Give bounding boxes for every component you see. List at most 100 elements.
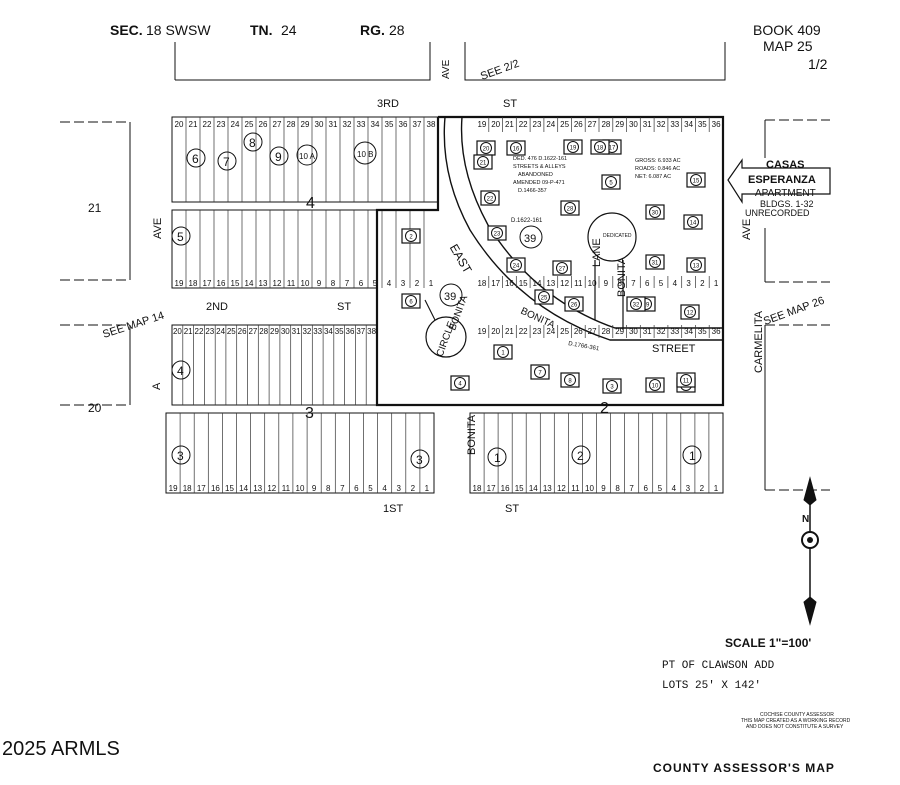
south-west-lot-13: 13 xyxy=(253,484,262,493)
block4-top-lot-29: 29 xyxy=(301,120,310,129)
apartment-building-marker xyxy=(534,366,546,378)
block5-bottom-lot-18: 18 xyxy=(189,279,198,288)
parcel-39-south: 39 xyxy=(439,283,463,307)
svg-text:39: 39 xyxy=(524,233,536,245)
apartment-building-marker xyxy=(484,192,496,204)
parcel-6: 6 xyxy=(186,148,206,168)
disclaimer-line-2: THIS MAP CREATED AS A WORKING RECORD xyxy=(741,718,851,724)
block4-top-lot-24: 24 xyxy=(231,120,240,129)
block4-top-lot-23: 23 xyxy=(217,120,226,129)
block3-top-lot-24: 24 xyxy=(216,327,225,336)
block3-top-lot-33: 33 xyxy=(313,327,322,336)
block4-top-lot-37: 37 xyxy=(413,120,422,129)
block3-top-lot-34: 34 xyxy=(324,327,333,336)
apartment-building-number: 32 xyxy=(633,303,640,309)
south-east-lot-17: 17 xyxy=(487,484,496,493)
dev-top-lot-22: 22 xyxy=(519,120,528,129)
map-header: SEC. 18 SWSW TN. 24 RG. 28 BOOK 409 MAP … xyxy=(110,22,828,72)
south-east-lot-16: 16 xyxy=(501,484,510,493)
parcel-8: 8 xyxy=(243,132,263,152)
south-west-lot-19: 19 xyxy=(169,484,178,493)
south-west-lot-18: 18 xyxy=(183,484,192,493)
first-street-label-2: ST xyxy=(505,503,519,515)
block3-top-lot-29: 29 xyxy=(270,327,279,336)
south-east-lot-8: 8 xyxy=(615,484,620,493)
apartment-building-marker xyxy=(491,227,503,239)
south-east-lot-4: 4 xyxy=(672,484,677,493)
bonita-lane-label-2: LANE xyxy=(591,238,603,267)
bldgs-label: BLDGS. 1-32 xyxy=(760,199,814,209)
apartment-building-number: 4 xyxy=(458,382,462,388)
apartment-building-number: 24 xyxy=(513,264,520,270)
dev-mid-lot-2: 2 xyxy=(700,279,705,288)
apartment-building-marker xyxy=(405,295,417,307)
third-street-label-2: ST xyxy=(503,98,517,110)
apartment-building-marker xyxy=(690,259,702,271)
dev-low-lot-20: 20 xyxy=(491,327,500,336)
apartment-building-number: 12 xyxy=(687,311,694,317)
dev-low-lot-21: 21 xyxy=(505,327,514,336)
east-street-label: EAST xyxy=(447,242,475,277)
block5-bottom-lot-10: 10 xyxy=(301,279,310,288)
range-value: 28 xyxy=(389,22,405,38)
dev-low-lot-19: 19 xyxy=(477,327,486,336)
block3-top-lot-32: 32 xyxy=(302,327,311,336)
parcel-2-south: 2 xyxy=(571,445,591,465)
south-west-lot-2: 2 xyxy=(411,484,416,493)
block3-top-lot-22: 22 xyxy=(195,327,204,336)
block5-bottom-lot-13: 13 xyxy=(259,279,268,288)
south-east-lot-15: 15 xyxy=(515,484,524,493)
ave-label-right: AVE xyxy=(741,219,753,240)
apartment-building-marker xyxy=(564,202,576,214)
apartment-building-number: 21 xyxy=(480,161,487,167)
street-label: STREET xyxy=(652,343,696,355)
page-number: 1/2 xyxy=(808,56,828,72)
doc-note-1: D.1622-161 xyxy=(511,218,543,224)
dev-mid-lot-15: 15 xyxy=(519,279,528,288)
block5-bottom-lot-3: 3 xyxy=(401,279,406,288)
south-west-lot-7: 7 xyxy=(340,484,345,493)
block3-top-lot-31: 31 xyxy=(292,327,301,336)
dev-top-lot-28: 28 xyxy=(601,120,610,129)
parcel-39-north: 39 xyxy=(519,225,543,249)
parcel-7: 7 xyxy=(217,151,237,171)
west-stubs: 21 20 AVE A SEE MAP 14 2ND ST xyxy=(60,121,351,415)
apartment-building-marker xyxy=(605,176,617,188)
dev-mid-lot-11: 11 xyxy=(574,279,583,288)
svg-text:2: 2 xyxy=(577,449,584,463)
parcel-3-sw: 3 xyxy=(171,445,191,465)
apartment-building-number: 25 xyxy=(541,296,548,302)
range-label: RG. xyxy=(360,22,385,38)
block4-top-lot-25: 25 xyxy=(245,120,254,129)
apartment-building-number: 2 xyxy=(409,235,413,241)
dev-low-lot-28: 28 xyxy=(601,327,610,336)
apartment-building-marker xyxy=(510,142,522,154)
dev-low-lot-30: 30 xyxy=(629,327,638,336)
block4-top-lot-38: 38 xyxy=(427,120,436,129)
apartment-building-marker xyxy=(684,306,696,318)
see-map-14-ref: SEE MAP 14 xyxy=(101,310,166,341)
block5-bottom-lot-1: 1 xyxy=(429,279,434,288)
apartment-building-marker xyxy=(630,298,642,310)
dedication-note-1: DED. 476 D.1622-161 xyxy=(513,156,567,162)
area-note-2: ROADS: 0.846 AC xyxy=(635,166,680,172)
block4-top-lot-35: 35 xyxy=(385,120,394,129)
ave-label-left: AVE xyxy=(152,218,164,239)
apartment-building-number: 1 xyxy=(501,351,505,357)
block5-bottom-lot-19: 19 xyxy=(175,279,184,288)
dev-top-lot-21: 21 xyxy=(505,120,514,129)
copyright-watermark: 2025 ARMLS xyxy=(2,738,120,760)
dedicated-label: DEDICATED xyxy=(603,233,632,239)
block4-top-lot-20: 20 xyxy=(175,120,184,129)
block5-bottom-lot-15: 15 xyxy=(231,279,240,288)
block3-top-lot-37: 37 xyxy=(356,327,365,336)
unrecorded-label: UNRECORDED xyxy=(745,208,810,218)
parcel-3-se: 3 xyxy=(410,449,430,469)
south-east-lot-7: 7 xyxy=(629,484,634,493)
apartment-building-number: 22 xyxy=(487,197,494,203)
svg-text:39: 39 xyxy=(444,291,456,303)
